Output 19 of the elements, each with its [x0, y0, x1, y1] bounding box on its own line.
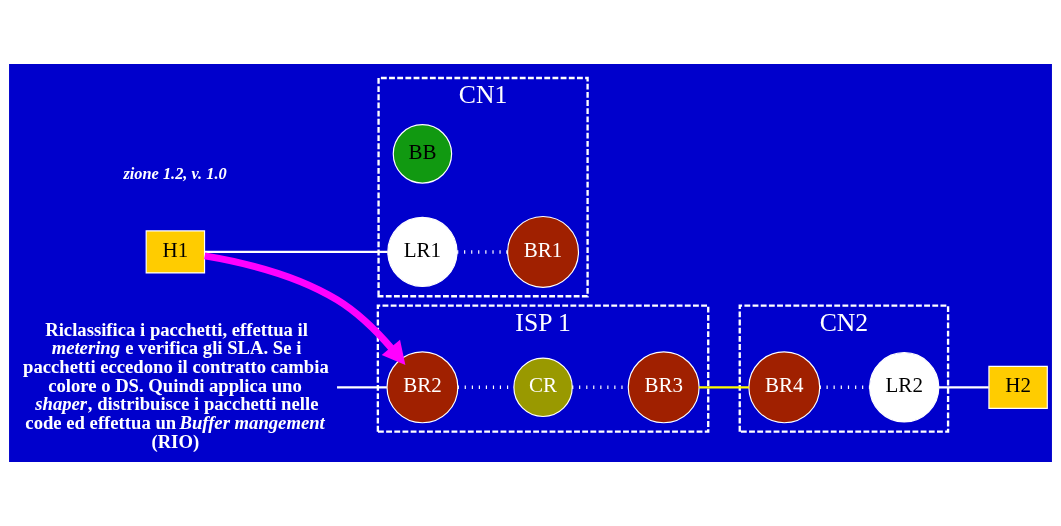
node-circle: CR: [513, 357, 573, 418]
connector: [204, 250, 388, 254]
node-circle: LR2: [869, 352, 940, 423]
node-circle: BR1: [507, 215, 580, 288]
label: zione 1.2, v. 1.0: [123, 164, 227, 184]
connector: [938, 386, 989, 389]
node-circle: BR3: [627, 351, 700, 424]
node-circle: LR1: [387, 216, 458, 288]
connector: [699, 386, 749, 389]
node-circle: BB: [392, 124, 453, 184]
connector: [819, 385, 870, 390]
node-text: Riclassifica i pacchetti, effettua il metering e verifica gli SLA. Se i pacchetti eccedono il contratto cambia colore o DS. Quindi applica uno shaper, distribuisce i pacchetti nelle code ed effettua un Buffer mangement (RIO): [23, 318, 329, 452]
node-circle: BR4: [748, 351, 821, 424]
node-box: H1: [145, 230, 206, 274]
node-circle: BR2: [386, 351, 459, 424]
arrow: [204, 252, 406, 365]
connector: [337, 386, 387, 389]
node-box: H2: [988, 365, 1048, 409]
connector: [457, 250, 508, 254]
